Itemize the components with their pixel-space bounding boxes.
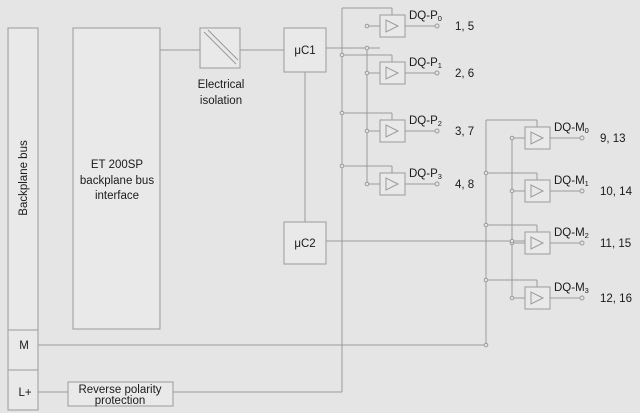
p-channel-2-output-terminal [434,128,440,134]
m-channel-1-control-junction [509,188,515,194]
p-channel-2-supply-junction [339,110,345,116]
m-channel-1-label: DQ-M1 [554,175,589,188]
m-channel-3-supply-junction [483,277,489,283]
p-channel-3-supply-junction [339,163,345,169]
m-channel-0-driver-icon [530,131,545,145]
m-channel-1-supply-junction [483,170,489,176]
m-channel-3-label: DQ-M3 [554,282,589,295]
m-channel-2-terminals: 11, 15 [600,238,631,250]
m-channel-3-terminals: 12, 16 [600,293,632,305]
m-channel-2-supply-junction [483,222,489,228]
static-wiring [38,47,525,393]
interface-label-line3: interface [95,190,139,202]
p-channel-2-label: DQ-P2 [409,115,442,128]
output-channels: DQ-P0 1, 5 DQ-P1 2, 6 DQ-P2 3, 7 DQ-P3 4, 8 DQ-M… [339,7,633,392]
uc1-bus-junction [364,45,370,51]
backplane-bus-block [7,27,39,411]
m-channel-3-driver-icon [530,291,545,305]
backplane-interface-block [72,27,161,330]
uc2-label: μC2 [294,238,315,250]
m-line-junction [483,342,489,348]
uc1-label: μC1 [294,45,315,57]
p-channel-0-driver-icon [385,19,400,33]
p-channel-1-terminals: 2, 6 [455,68,474,80]
p-channel-2-control-junction [364,128,370,134]
p-channel-3-output-terminal [434,181,440,187]
interface-label-line1: ET 200SP [91,159,144,171]
reverse-label-line2: protection [95,395,146,407]
m-channel-3-control-junction [509,295,515,301]
lplus-terminal-label: L+ [18,387,31,399]
m-channel-2-driver-icon [530,236,545,250]
p-channel-2-driver-icon [385,124,400,138]
m-channel-0-terminals: 9, 13 [600,133,626,145]
reverse-label-line1: Reverse polarity [78,384,161,396]
p-channel-0-output-terminal [434,23,440,29]
m-terminal-label: M [19,340,29,352]
p-channel-0-control-junction [364,23,370,29]
p-channel-1-control-junction [364,70,370,76]
m-channel-2-output-terminal [579,240,585,246]
m-channel-1-output-terminal [579,188,585,194]
p-channel-1-label: DQ-P1 [409,57,442,70]
isolation-label-line2: isolation [200,95,242,107]
uc2-block [283,221,327,265]
backplane-bus-label: Backplane bus [18,140,30,216]
p-channel-3-label: DQ-P3 [409,168,442,181]
isolation-label-line1: Electrical [198,79,245,91]
m-channel-0-label: DQ-M0 [554,122,589,135]
uc1-block [283,27,327,73]
p-channel-1-supply-junction [339,52,345,58]
m-channel-1-driver-icon [530,184,545,198]
p-channel-3-terminals: 4, 8 [455,179,474,191]
p-channel-3-control-junction [364,181,370,187]
p-channel-0-label: DQ-P0 [409,10,442,23]
p-channel-0-terminals: 1, 5 [455,21,474,33]
m-channel-3-output-terminal [579,295,585,301]
p-channel-3-driver-icon [385,177,400,191]
m-channel-1-terminals: 10, 14 [600,186,633,198]
interface-label-line2: backplane bus [80,175,154,187]
p-channel-1-output-terminal [434,70,440,76]
reverse-polarity-block [67,381,174,407]
p-channel-1-driver-icon [385,66,400,80]
p-channel-2-terminals: 3, 7 [455,126,474,138]
m-channel-0-output-terminal [579,135,585,141]
uc2-bus-junction [509,238,515,244]
m-channel-0-control-junction [509,135,515,141]
m-channel-2-label: DQ-M2 [554,227,589,240]
